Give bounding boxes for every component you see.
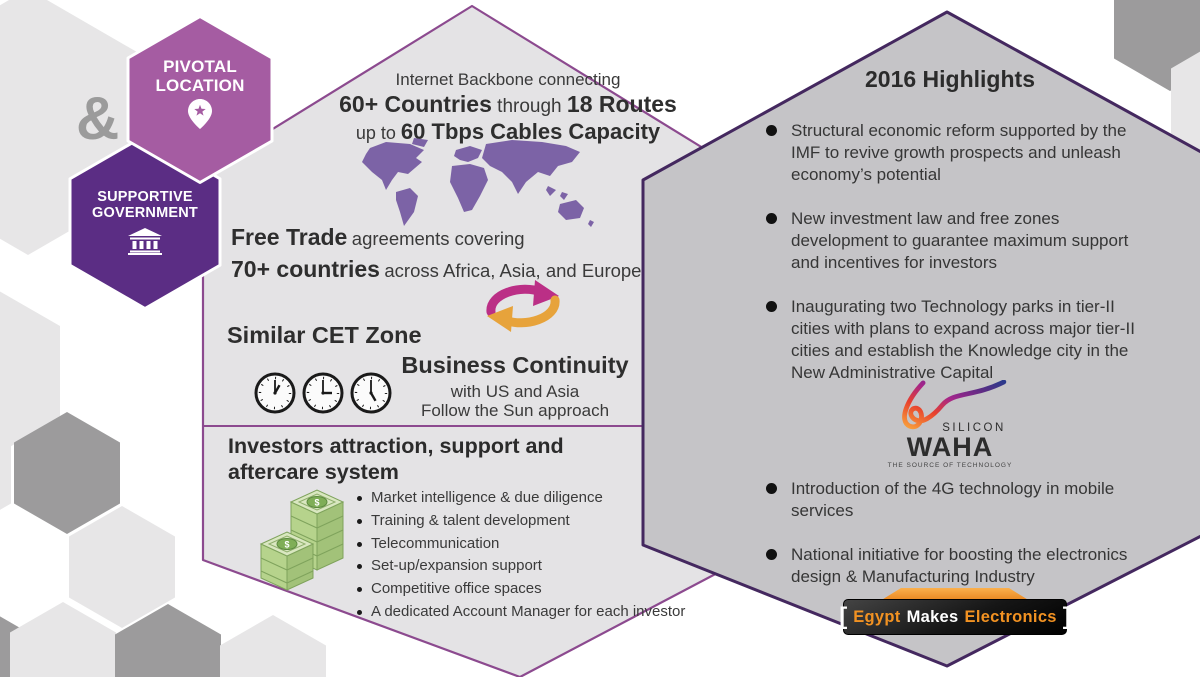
investor-bullet-text: Telecommunication: [371, 534, 500, 552]
badge-pivotal-line1: PIVOTAL: [163, 57, 237, 76]
hex-decor-light: [0, 436, 11, 510]
countries-rest: across Africa, Asia, and Europe: [384, 260, 642, 282]
eme-word-egypt: Egypt: [853, 607, 901, 626]
internet-backbone-block: Internet Backbone connecting 60+ Countri…: [333, 70, 683, 146]
investor-bullet-item: Set-up/expansion support: [357, 555, 702, 578]
bullet-dot-icon: [357, 518, 362, 524]
countries-bold: 70+ countries: [231, 256, 380, 283]
bullet-dot-icon: [766, 301, 777, 312]
similar-cet-zone-label: Similar CET Zone: [227, 322, 422, 348]
highlight-bullet-item: Structural economic reform supported by …: [766, 120, 1154, 186]
highlights-title: 2016 Highlights: [865, 66, 1035, 92]
government-bank-icon: [128, 228, 162, 255]
backbone-line3: up to 60 Tbps Cables Capacity: [333, 119, 683, 145]
eme-word-makes: Makes: [906, 607, 959, 626]
highlights-bullet-list-top: Structural economic reform supported by …: [766, 120, 1154, 406]
eme-logo-bar: [ Egypt Makes Electronics ]: [839, 599, 1071, 635]
free-trade-block: Free Trade agreements covering 70+ count…: [231, 221, 691, 285]
bullet-dot-icon: [357, 541, 362, 547]
bullet-dot-icon: [766, 549, 777, 560]
bullet-dot-icon: [357, 587, 362, 593]
hex-decor-gray: [14, 412, 120, 534]
eme-logo-trapezoid: [880, 588, 1030, 601]
badge-supportive-line1: SUPPORTIVE: [97, 189, 193, 205]
waha-swoosh-icon: [902, 380, 1007, 430]
backbone-capacity: 60 Tbps Cables Capacity: [400, 119, 661, 145]
backbone-routes: 18 Routes: [566, 91, 677, 118]
highlight-bullet-item: National initiative for boosting the ele…: [766, 544, 1154, 588]
badge-supportive-line2: GOVERNMENT: [92, 205, 198, 222]
highlight-bullet-item: Inaugurating two Technology parks in tie…: [766, 296, 1154, 384]
backbone-countries: 60+ Countries: [339, 91, 492, 118]
business-continuity-title: Business Continuity: [401, 352, 629, 378]
badge-pivotal-line2: LOCATION: [155, 76, 245, 96]
waha-silicon-label: SILICON: [942, 422, 1006, 434]
egypt-makes-electronics-logo: [ Egypt Makes Electronics ]: [839, 588, 1071, 636]
highlight-bullet-item: Introduction of the 4G technology in mob…: [766, 478, 1154, 522]
highlights-bullet-list-bottom: Introduction of the 4G technology in mob…: [766, 478, 1154, 610]
freetrade-bold: Free Trade: [231, 224, 348, 250]
investors-title-line1: Investors attraction, support and: [228, 434, 564, 458]
svg-text:$: $: [284, 540, 289, 550]
highlight-bullet-text: Structural economic reform supported by …: [791, 121, 1127, 184]
investors-title-line2: aftercare system: [228, 459, 399, 484]
highlight-bullet-text: Inaugurating two Technology parks in tie…: [791, 297, 1135, 382]
hex-decor-light: [10, 602, 116, 677]
badge-supportive-government: SUPPORTIVE GOVERNMENT: [83, 189, 207, 221]
hex-decor-light: [0, 291, 60, 453]
bullet-dot-icon: [766, 125, 777, 136]
backbone-line2: 60+ Countries through 18 Routes: [333, 91, 683, 119]
investor-bullet-item: Competitive office spaces: [357, 578, 702, 601]
waha-name-label: WAHA: [906, 432, 994, 462]
backbone-through: through: [497, 96, 562, 118]
backbone-line1: Internet Backbone connecting: [395, 70, 621, 89]
investor-bullet-text: Market intelligence & due diligence: [371, 489, 603, 506]
silicon-waha-logo: SILICON WAHA THE SOURCE OF TECHNOLOGY: [870, 380, 1030, 469]
bullet-dot-icon: [357, 496, 362, 501]
bullet-dot-icon: [357, 564, 362, 570]
continuity-subtext: with US and Asia: [450, 382, 580, 401]
eme-open-bracket: [: [839, 603, 848, 631]
backbone-upto: up to: [355, 123, 396, 144]
investor-bullet-text: Training & talent development: [371, 511, 570, 529]
investor-bullet-item: Market intelligence & due diligence: [357, 487, 702, 510]
badge-pivotal-location: PIVOTAL LOCATION: [138, 57, 262, 95]
timezone-clocks-icon: [254, 372, 392, 414]
bullet-dot-icon: [766, 213, 777, 224]
investor-bullet-text: Set-up/expansion support: [371, 557, 542, 575]
investor-bullet-text: A dedicated Account Manager for each inv…: [371, 602, 686, 620]
freetrade-rest: agreements covering: [351, 228, 525, 249]
investors-section-title: Investors attraction, support and afterc…: [228, 434, 564, 486]
hex-decor-light: [220, 615, 326, 677]
follow-sun-label: Follow the Sun approach: [420, 401, 610, 420]
eme-word-electronics: Electronics: [964, 607, 1057, 626]
hex-decor-light: [69, 506, 175, 628]
money-stacks-icon: $ $: [259, 489, 345, 591]
map-pin-star-icon: [188, 99, 212, 129]
investor-bullet-list: Market intelligence & due diligence Trai…: [357, 487, 702, 624]
world-map-icon: [362, 138, 594, 227]
ampersand-label: &: [76, 85, 120, 152]
waha-tagline-label: THE SOURCE OF TECHNOLOGY: [887, 462, 1013, 469]
hex-decor-light: [1171, 51, 1200, 151]
hex-decor-gray: [115, 604, 221, 677]
highlight-bullet-text: Introduction of the 4G technology in mob…: [791, 479, 1115, 520]
investor-bullet-text: Competitive office spaces: [371, 580, 542, 598]
eme-close-bracket: ]: [1062, 603, 1071, 631]
investor-bullet-item: A dedicated Account Manager for each inv…: [357, 601, 702, 624]
bullet-dot-icon: [357, 609, 362, 615]
supportive-hexagon: [68, 134, 222, 310]
investor-bullet-item: Telecommunication: [357, 533, 702, 556]
highlight-bullet-text: New investment law and free zones develo…: [791, 209, 1129, 272]
trade-exchange-arrows-icon: [486, 280, 560, 332]
business-continuity-block: Business Continuity with US and Asia: [365, 352, 665, 402]
freetrade-line2: 70+ countries across Africa, Asia, and E…: [231, 253, 691, 285]
highlight-bullet-item: New investment law and free zones develo…: [766, 208, 1154, 274]
investor-bullet-item: Training & talent development: [357, 510, 702, 533]
bullet-dot-icon: [766, 483, 777, 494]
highlights-hexagon-panel: [641, 10, 1200, 668]
freetrade-line1: Free Trade agreements covering: [231, 221, 691, 253]
highlight-bullet-text: National initiative for boosting the ele…: [791, 545, 1128, 586]
svg-text:$: $: [314, 498, 319, 508]
